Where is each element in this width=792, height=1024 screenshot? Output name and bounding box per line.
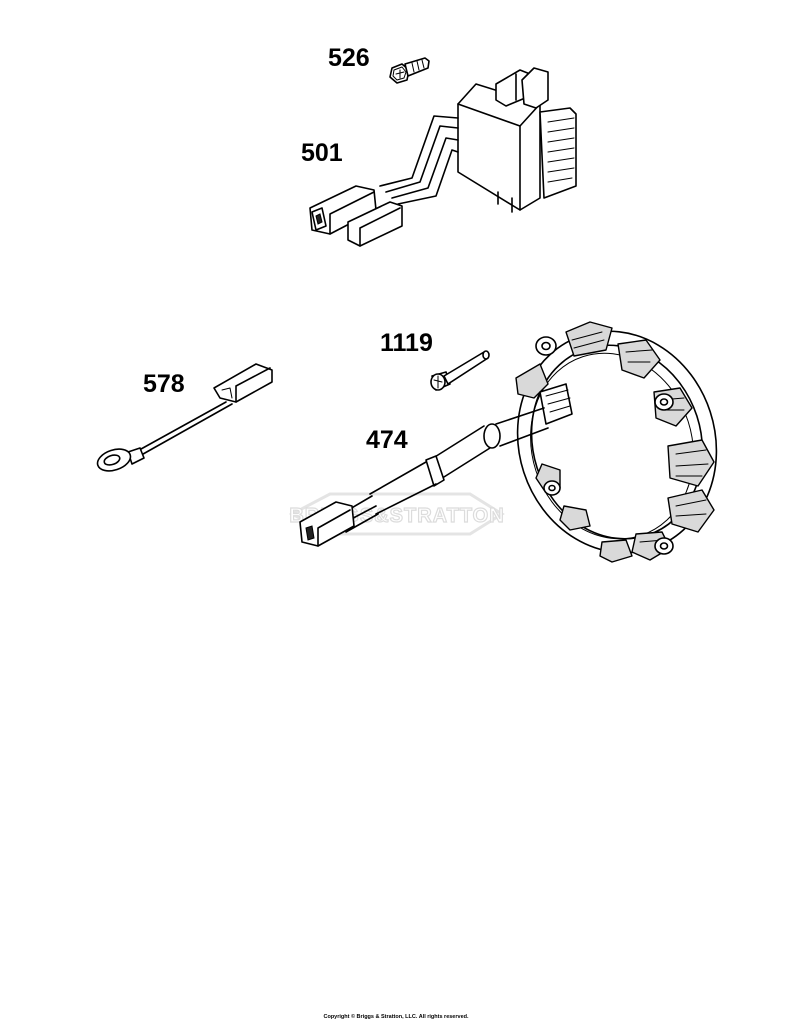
part-1119-screw-illustration: [430, 350, 490, 391]
part-label-526: 526: [328, 44, 370, 72]
part-label-474: 474: [366, 426, 408, 454]
part-label-1119: 1119: [380, 329, 433, 357]
part-501-regulator-illustration: [309, 67, 577, 247]
part-label-501: 501: [301, 139, 343, 167]
part-526-screw-illustration: [389, 57, 430, 84]
stator-coils: [515, 321, 715, 563]
part-474-stator-illustration: [299, 321, 718, 563]
part-578-ground-wire-illustration: [96, 363, 273, 472]
part-label-578: 578: [143, 370, 185, 398]
copyright-notice: Copyright © Briggs & Stratton, LLC. All …: [323, 1014, 469, 1020]
